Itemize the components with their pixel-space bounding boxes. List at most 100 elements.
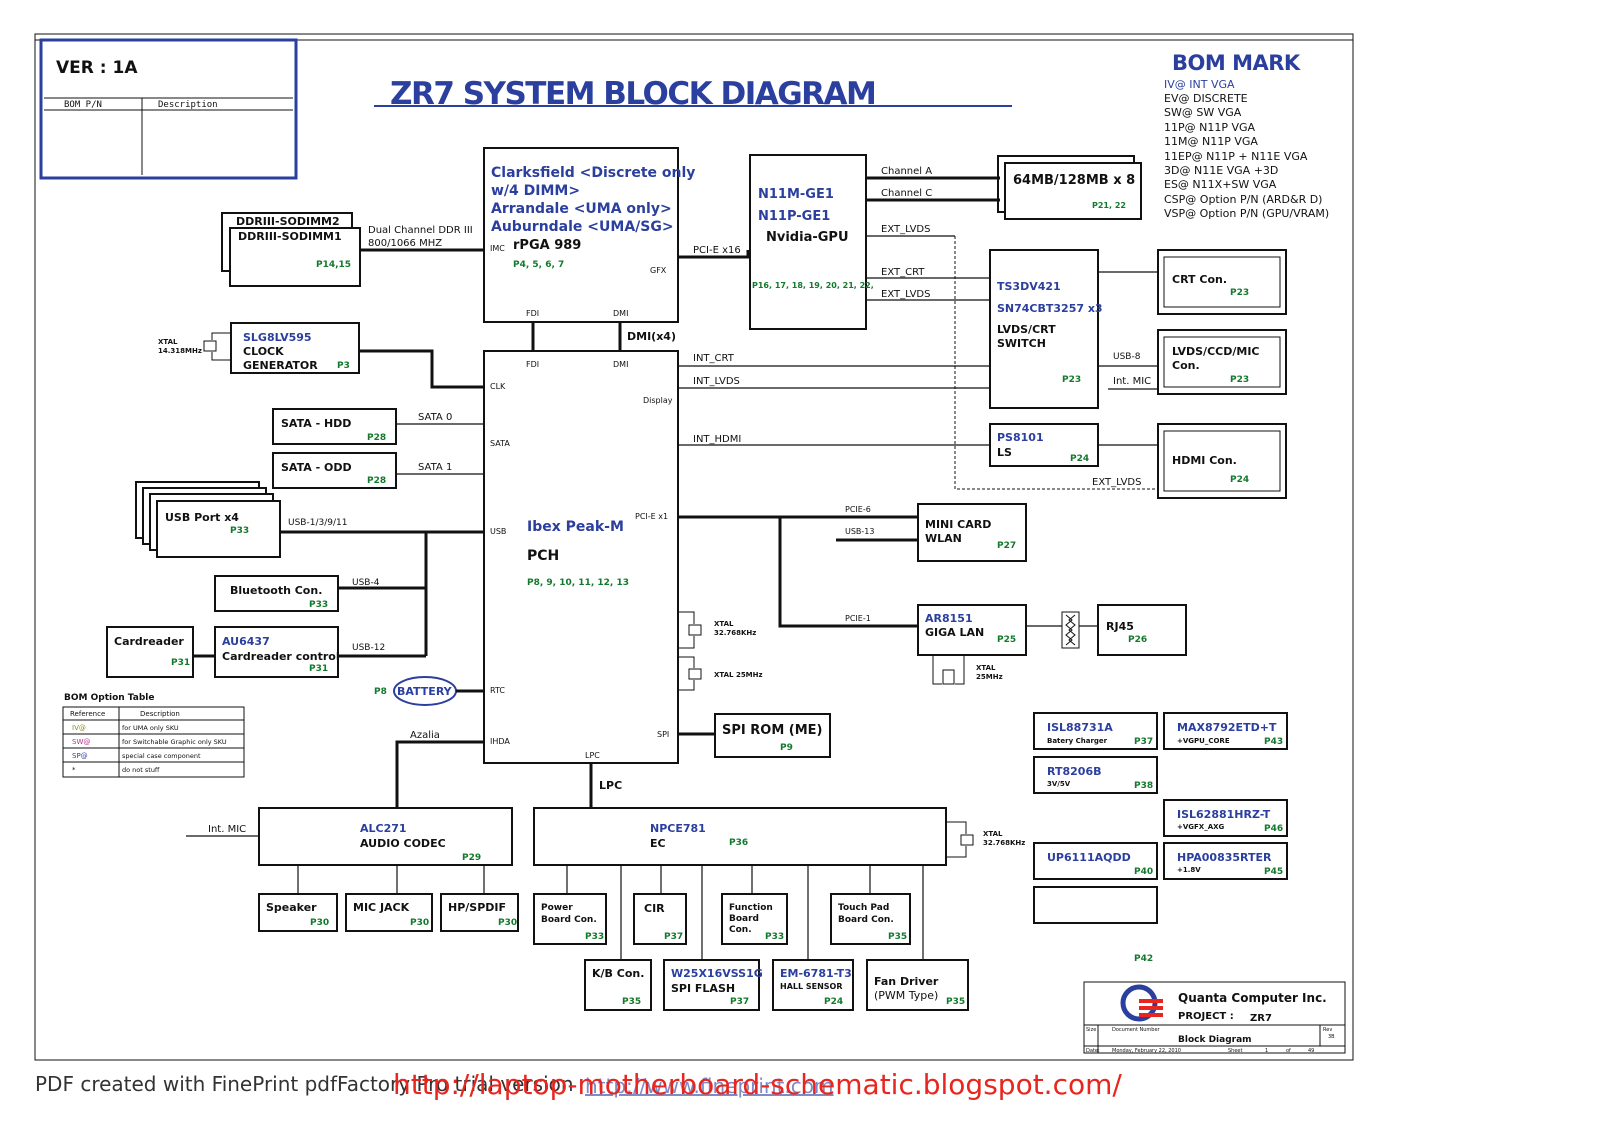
cpu-line4: Auburndale <UMA/SG> (491, 219, 674, 235)
cpu-gfx-pin: GFX (650, 266, 667, 275)
pch-sata-pin: SATA (490, 439, 510, 448)
cpu-imc-pin: IMC (490, 244, 505, 253)
pwr-ic-page: P37 (1134, 737, 1153, 747)
sheet-border (34, 33, 1354, 1061)
hall-page: P24 (824, 997, 843, 1007)
dimm1-label: DDRIII-SODIMM1 (238, 230, 342, 243)
cardreader-page: P31 (171, 658, 190, 668)
fineprint-link[interactable]: http://www.fineprint.com (585, 1074, 834, 1098)
au6437-sub: Cardreader control (222, 650, 340, 663)
usb13-label: USB-13 (845, 527, 875, 536)
pch-pcie-pin: PCI-E x1 (635, 512, 668, 521)
pwr-ic-sub: 3V/5V (1047, 780, 1071, 788)
pwr-ic-page: P45 (1264, 867, 1283, 877)
au6437-block: AU6437 Cardreader control P31 (214, 626, 340, 678)
ext-lvds-dashed (954, 236, 1158, 490)
audio-codec: ALC271 AUDIO CODEC P29 (258, 807, 513, 866)
minicard-wlan: MINI CARD WLAN P27 (917, 503, 1027, 562)
pch-xtal-32k: XTAL 32.768KHz (678, 611, 756, 649)
function-board-con: Function Board Con. P33 (721, 893, 788, 945)
spiflash-sub: SPI FLASH (671, 982, 735, 995)
ec-name: NPCE781 (650, 822, 706, 835)
sheet-number: 1 (1265, 1048, 1268, 1054)
cpu-block: Clarksfield <Discrete only w/4 DIMM> Arr… (483, 147, 695, 323)
cpu-fdi-pin: FDI (526, 309, 539, 318)
kb-label: K/B Con. (592, 967, 644, 980)
clock-line2: CLOCK (243, 345, 284, 358)
gpu-model2: N11P-GE1 (758, 209, 830, 224)
minicard-page: P27 (997, 541, 1016, 551)
minicard-label: MINI CARD (925, 518, 991, 531)
lan-xtal-freq: 25MHz (976, 673, 1003, 681)
speaker-label: Speaker (266, 901, 317, 914)
pch-block: FDI DMI CLK SATA USB RTC IHDA LPC SPI Di… (483, 350, 679, 764)
cpu-package: rPGA 989 (513, 238, 581, 253)
bom-pn-label: BOM P/N (64, 100, 102, 110)
ec-block: NPCE781 EC P36 XTAL 32.768KHz (533, 807, 1025, 866)
speaker-page: P30 (310, 918, 329, 928)
sata-hdd-label: SATA - HDD (281, 417, 351, 430)
xtal-32k-label: XTAL (714, 620, 734, 628)
bom-mark-title: BOM MARK (1172, 51, 1301, 75)
spi-flash: W25X16VSS1G SPI FLASH P37 (663, 959, 763, 1011)
sheet-label: Sheet (1228, 1048, 1242, 1054)
clock-generator: SLG8LV595 CLOCK GENERATOR P3 XTAL 14.318… (158, 322, 360, 374)
channel-c-label: Channel C (881, 188, 932, 199)
transformer-icon (1061, 611, 1080, 649)
title-block: Quanta Computer Inc. PROJECT : ZR7 Size … (1083, 981, 1346, 1054)
au6437-page: P31 (309, 664, 328, 674)
usb-port-label: USB Port x4 (165, 511, 239, 524)
sata-odd-page: P28 (367, 476, 386, 486)
lvds-con: LVDS/CCD/MIC Con. P23 (1157, 329, 1287, 395)
gpu-pages: P16, 17, 18, 19, 20, 21, 22, (752, 281, 874, 290)
minicard-sub: WLAN (925, 532, 962, 545)
bom-option-table: BOM Option Table Reference Description (62, 693, 245, 778)
lvds-label1: LVDS/CCD/MIC (1172, 345, 1259, 358)
lvds-label2: Con. (1172, 359, 1200, 372)
footer: PDF created with FinePrint pdfFactory Pr… (35, 1068, 1575, 1102)
lvds-page: P23 (1230, 375, 1249, 385)
codec-mic-label: Int. MIC (208, 824, 246, 835)
clock-line3: GENERATOR (243, 359, 318, 372)
int-crt-label: INT_CRT (693, 353, 735, 364)
cpu-line3: Arrandale <UMA only> (491, 201, 672, 217)
rj45: RJ45 P26 (1097, 604, 1187, 656)
hall-name: EM-6781-T3 (780, 967, 852, 980)
azalia-bus (395, 740, 484, 808)
pcie1-label: PCIE-1 (845, 614, 871, 623)
giga-lan: AR8151 GIGA LAN P25 XTAL 25MHz (917, 604, 1027, 685)
pwr-ic-name: RT8206B (1047, 765, 1101, 778)
bom-table-ref: SW@ (72, 738, 90, 746)
empty-power-box (1033, 886, 1158, 924)
bom-mark: BOM MARK IV@ INT VGA EV@ DISCRETE SW@ SW… (1164, 51, 1329, 220)
cpu-pages: P4, 5, 6, 7 (513, 260, 564, 270)
bom-mark-item: EV@ DISCRETE (1164, 92, 1248, 105)
rj45-label: RJ45 (1106, 620, 1134, 633)
sata-odd-label: SATA - ODD (281, 461, 352, 474)
sata-hdd-page: P28 (367, 433, 386, 443)
ec-xtal-freq: 32.768KHz (983, 839, 1025, 847)
codec-name: ALC271 (360, 822, 407, 835)
lvds-crt-switch: TS3DV421 SN74CBT3257 x3 LVDS/CRT SWITCH … (989, 249, 1103, 409)
bom-mark-item: SW@ SW VGA (1164, 106, 1242, 119)
bom-mark-item: 3D@ N11E VGA +3D (1164, 164, 1278, 177)
sata-odd: SATA - ODD P28 (272, 452, 397, 489)
ps8101-sub: LS (997, 446, 1012, 459)
clock-xtal-label: XTAL (158, 338, 178, 346)
lvds-mic-label: Int. MIC (1113, 376, 1151, 387)
clock-name: SLG8LV595 (243, 331, 312, 344)
touch-label2: Board Con. (838, 915, 894, 925)
ps8101-block: PS8101 LS P24 (989, 423, 1099, 467)
power-ic-isl88731a: ISL88731A Batery Charger P37 (1033, 712, 1158, 750)
fan-label: Fan Driver (874, 975, 939, 988)
pch-spi-pin: SPI (657, 730, 669, 739)
pwr-ic-sub: +VGFX_AXG (1177, 823, 1225, 831)
bom-table-ref: IV@ (72, 724, 86, 732)
blog-link[interactable]: http://laptop-motherboard-schematic.blog… (393, 1068, 1122, 1101)
xtal-25m-label: XTAL 25MHz (714, 671, 763, 679)
hall-sensor: EM-6781-T3 HALL SENSOR P24 (772, 959, 854, 1011)
spiflash-page: P37 (730, 997, 749, 1007)
power-label1: Power (541, 903, 573, 913)
ddr-bus-label: Dual Channel DDR III (368, 225, 473, 236)
dimm2-label: DDRIII-SODIMM2 (236, 215, 340, 228)
